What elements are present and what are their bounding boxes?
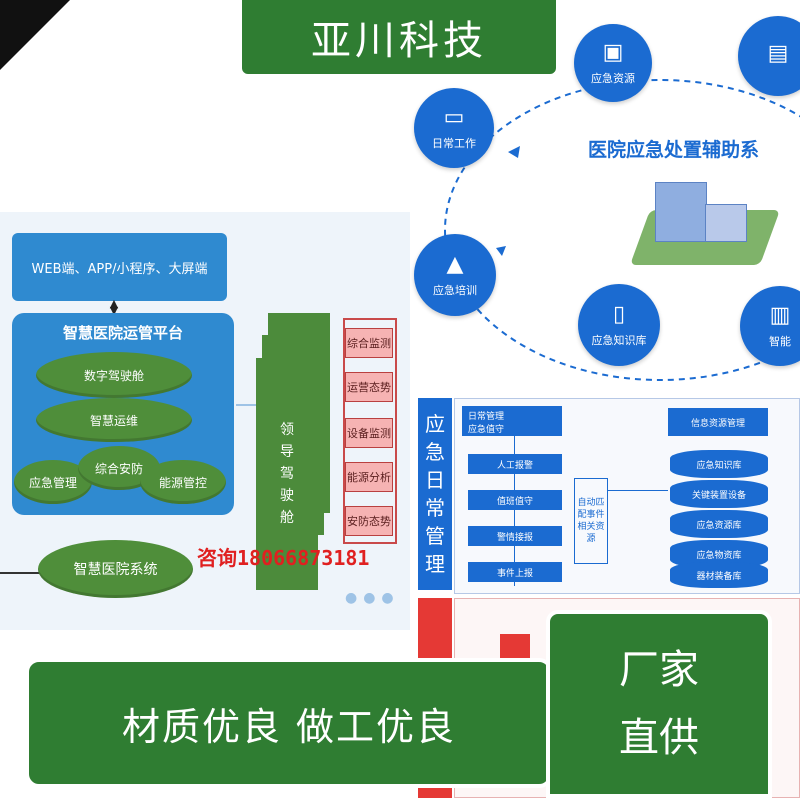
- monitoring-buttons-frame: [343, 318, 397, 544]
- btn-security-status[interactable]: 安防态势: [345, 506, 393, 536]
- response-step-box: [500, 634, 530, 658]
- node-label: 应急资源: [591, 72, 635, 85]
- button-label: 运营态势: [347, 381, 391, 394]
- node-knowledge-base[interactable]: ▯ 应急知识库: [578, 284, 660, 366]
- node-extra[interactable]: ▤: [738, 16, 800, 96]
- flow-step: 事件上报: [468, 562, 562, 582]
- brand-title: 亚川科技: [311, 18, 487, 64]
- platform-title: 智慧医院运管平台: [62, 323, 183, 342]
- button-label: 能源分析: [347, 471, 391, 484]
- ellipse-hospital-system: 智慧医院系统: [38, 540, 193, 598]
- connector-line: [236, 404, 256, 406]
- btn-operation-status[interactable]: 运营态势: [345, 372, 393, 402]
- button-label: 安防态势: [347, 515, 391, 528]
- node-label: 应急知识库: [591, 334, 647, 347]
- node-emergency-resources[interactable]: ▣ 应急资源: [574, 24, 652, 102]
- daily-management-label: 应急日常管理: [425, 412, 445, 576]
- brand-banner: 亚川科技: [238, 0, 560, 78]
- database-item: 应急知识库: [670, 450, 768, 478]
- ellipse-label: 应急管理: [28, 475, 77, 490]
- btn-energy-analysis[interactable]: 能源分析: [345, 462, 393, 492]
- database-item: 关键装置设备: [670, 480, 768, 508]
- flow-step: 警情接报: [468, 526, 562, 546]
- auto-match-box: 自动匹配事件相关资源: [574, 478, 608, 564]
- flow-step: 值班值守: [468, 490, 562, 510]
- flow-step: 人工报警: [468, 454, 562, 474]
- document-icon: ▤: [767, 41, 789, 66]
- pagination-dots: ●●●: [345, 590, 400, 606]
- ellipse-digital-cockpit: 数字驾驶舱: [36, 352, 192, 398]
- ellipse-label: 综合安防: [94, 461, 143, 476]
- button-label: 综合监测: [347, 337, 391, 350]
- database-item: 应急资源库: [670, 510, 768, 538]
- node-emergency-training[interactable]: ▲ 应急培训: [414, 234, 496, 316]
- button-label: 设备监测: [347, 427, 391, 440]
- quality-slogan: 材质优良 做工优良: [121, 704, 457, 749]
- badge-line-2: 直供: [619, 715, 699, 761]
- double-arrow-icon: ▲▼: [109, 297, 119, 317]
- contact-phone: 咨询18066873181: [197, 546, 370, 570]
- client-endpoints-bar: WEB端、APP/小程序、大屏端: [12, 233, 227, 301]
- corner-decoration: [0, 0, 70, 70]
- btn-comprehensive-monitoring[interactable]: 综合监测: [345, 328, 393, 358]
- factory-direct-badge: 厂家 直供: [546, 610, 772, 798]
- ellipse-label: 能源管控: [158, 475, 207, 490]
- client-endpoints-label: WEB端、APP/小程序、大屏端: [31, 261, 208, 277]
- hospital-building-icon: [655, 182, 707, 242]
- ellipse-label: 数字驾驶舱: [83, 368, 144, 383]
- system-title: 医院应急处置辅助系: [588, 139, 760, 161]
- connector-line: [0, 572, 40, 574]
- info-resource-header: 信息资源管理: [668, 408, 768, 436]
- ellipse-smart-maintenance: 智慧运维: [36, 398, 192, 442]
- ellipse-label: 智慧运维: [89, 413, 138, 428]
- cycle-ring: [444, 79, 800, 381]
- book-icon: ▯: [612, 302, 626, 327]
- daily-management-title: 应急日常管理: [418, 398, 452, 590]
- hospital-wing: [705, 204, 747, 242]
- quality-banner: 材质优良 做工优良: [25, 658, 553, 788]
- node-daily-work[interactable]: ▭ 日常工作: [414, 88, 494, 168]
- leader-cockpit-card: 领导驾驶舱: [256, 358, 318, 590]
- monitor-icon: ▭: [443, 105, 465, 130]
- node-label: 应急培训: [433, 284, 477, 297]
- ellipse-label: 智慧医院系统: [73, 562, 158, 578]
- box-icon: ▣: [602, 40, 624, 65]
- badge-line-1: 厂家: [619, 647, 699, 693]
- node-label: 日常工作: [432, 137, 476, 150]
- node-smart[interactable]: ▥ 智能: [740, 286, 800, 366]
- auto-match-label: 自动匹配事件相关资源: [577, 498, 605, 544]
- leader-cockpit-label: 领导驾驶舱: [280, 422, 294, 526]
- node-label: 智能: [769, 335, 791, 348]
- flow-header-daily: 日常管理 应急值守: [462, 406, 562, 436]
- flow-connector: [608, 490, 668, 491]
- btn-equipment-monitoring[interactable]: 设备监测: [345, 418, 393, 448]
- ellipse-energy-control: 能源管控: [140, 460, 226, 504]
- flow-connector: [514, 436, 515, 586]
- database-item: 器材装备库: [670, 562, 768, 588]
- chart-icon: ▥: [769, 303, 791, 328]
- graduation-cap-icon: ▲: [446, 252, 464, 277]
